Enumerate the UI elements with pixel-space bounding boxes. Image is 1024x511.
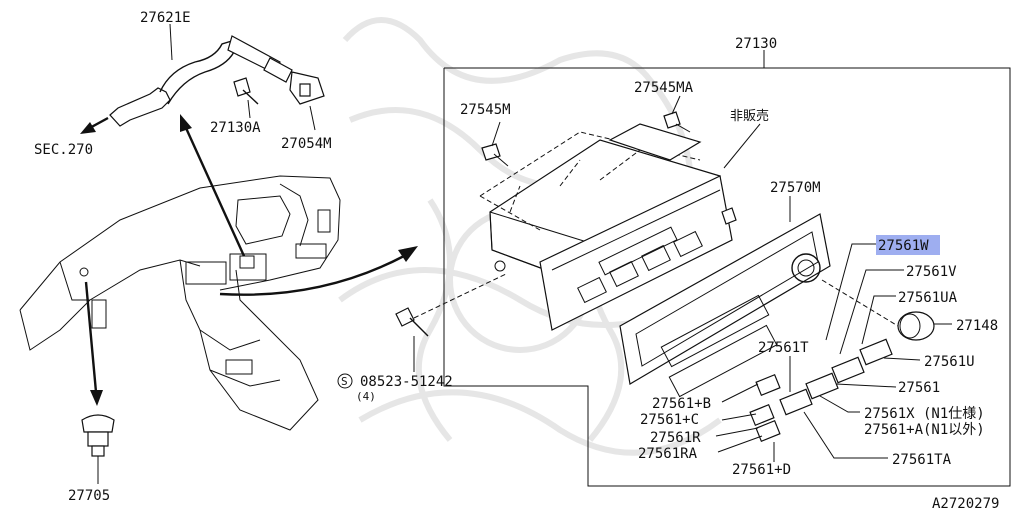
aspirator-hose-drawing: [109, 23, 325, 131]
label-27561V[interactable]: 27561V: [906, 264, 957, 280]
screw-symbol: S: [341, 375, 348, 388]
label-27561W[interactable]: 27561W: [878, 238, 929, 254]
screw-drawing: [395, 307, 429, 372]
arrow-to-hose: [184, 127, 246, 257]
label-27561T[interactable]: 27561T: [758, 340, 809, 356]
label-27561A[interactable]: 27561+A(N1以外): [864, 422, 985, 438]
label-27561U[interactable]: 27561U: [924, 354, 975, 370]
label-27148[interactable]: 27148: [956, 318, 998, 334]
sensor-27705-drawing: [81, 414, 115, 484]
label-27130A[interactable]: 27130A: [210, 120, 261, 136]
leader-lines: [715, 243, 921, 462]
label-27561D[interactable]: 27561+D: [732, 462, 791, 478]
label-27561B[interactable]: 27561+B: [652, 396, 711, 412]
label-27621E[interactable]: 27621E: [140, 10, 191, 26]
finisher-panel-drawing: [413, 196, 831, 398]
label-27561TA[interactable]: 27561TA: [892, 452, 952, 468]
label-27561[interactable]: 27561: [898, 380, 940, 396]
label-27130[interactable]: 27130: [735, 36, 777, 52]
label-27705[interactable]: 27705: [68, 488, 110, 504]
label-27545MA[interactable]: 27545MA: [634, 80, 694, 96]
figure-id: A2720279: [932, 496, 999, 511]
label-not-for-sale: 非販売: [730, 108, 769, 124]
label-27561C[interactable]: 27561+C: [640, 412, 699, 428]
label-27054M[interactable]: 27054M: [281, 136, 332, 152]
label-27561X[interactable]: 27561X (N1仕様): [864, 406, 985, 422]
label-sec270[interactable]: SEC.270: [34, 142, 93, 158]
label-screw-qty: (4): [356, 390, 376, 403]
control-unit-drawing: [479, 95, 761, 331]
label-27561RA[interactable]: 27561RA: [638, 446, 698, 462]
label-27545M[interactable]: 27545M: [460, 102, 511, 118]
label-27561UA[interactable]: 27561UA: [898, 290, 958, 306]
label-27561R[interactable]: 27561R: [650, 430, 701, 446]
dashboard-drawing: [19, 175, 341, 431]
arrow-to-assembly: [219, 254, 405, 296]
button-caps-drawing: [749, 338, 893, 443]
screw-callout[interactable]: S 08523-51242 (4): [337, 373, 453, 403]
assembly-frame: [443, 67, 1011, 487]
label-27570M[interactable]: 27570M: [770, 180, 821, 196]
knob-27148-drawing: [821, 279, 952, 341]
arrow-to-sensor: [84, 281, 98, 393]
highlight-box: [876, 235, 940, 255]
label-screw-code: 08523-51242: [360, 374, 453, 390]
